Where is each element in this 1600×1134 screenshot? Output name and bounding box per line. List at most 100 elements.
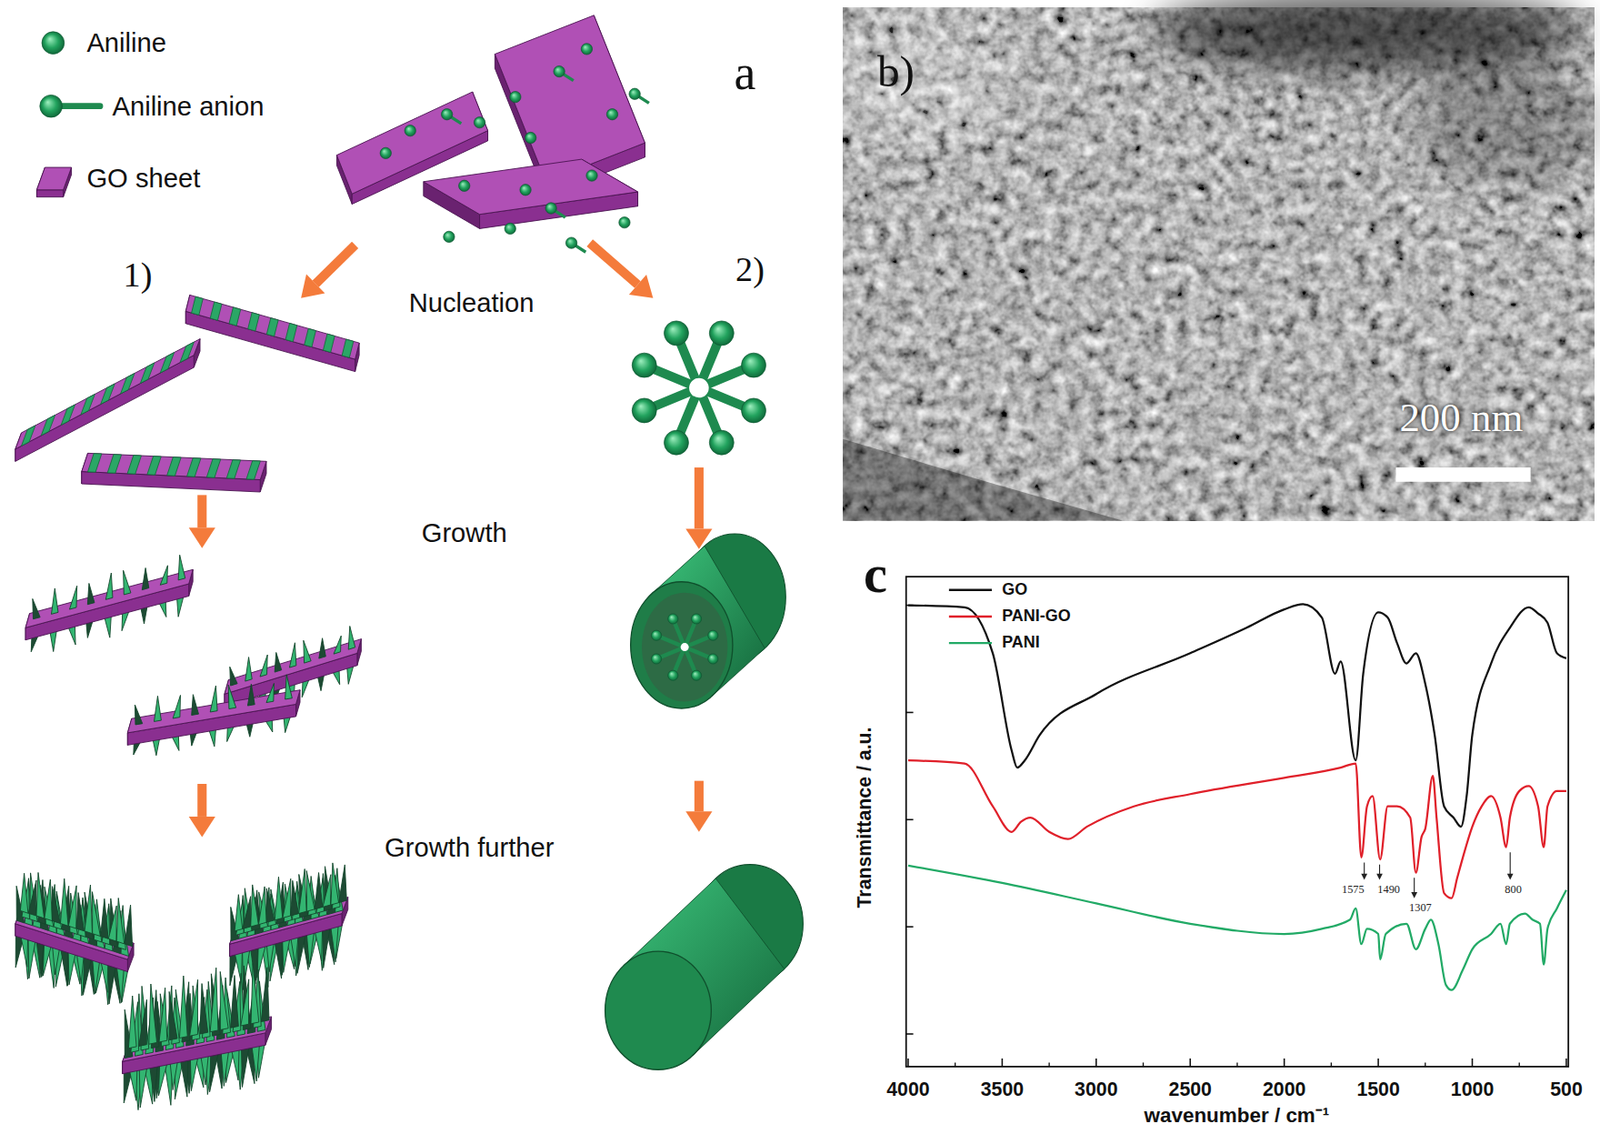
- aniline-molecule: [459, 180, 470, 191]
- go-sheet-top: [25, 569, 193, 628]
- aniline-nucleus: [160, 352, 174, 374]
- scale-bar-label: 200 nm: [1399, 396, 1523, 441]
- ppani-nanocone: [210, 1050, 220, 1092]
- aniline-nucleus: [127, 455, 141, 475]
- ppani-nanocone: [172, 694, 180, 718]
- ppani-nanocone: [105, 572, 113, 600]
- aniline-nucleus: [266, 318, 279, 337]
- x-tick: [1377, 1058, 1380, 1067]
- legend-line: [949, 615, 992, 618]
- go-sheet-front: [36, 190, 63, 198]
- legend-sample: [41, 31, 65, 55]
- aniline-molecule: [650, 653, 661, 664]
- ppani-nanocone: [247, 683, 255, 706]
- process-arrow-head: [189, 816, 216, 837]
- aniline-molecule: [709, 430, 734, 455]
- ppani-nanocone: [190, 979, 199, 1036]
- aniline-molecule: [586, 170, 598, 181]
- peak-arrow: [1413, 877, 1415, 893]
- peak-label: 1575: [1341, 883, 1365, 897]
- spectrum-line: [908, 603, 1567, 827]
- x-minor-tick: [1519, 1061, 1520, 1066]
- y-tick: [906, 711, 914, 714]
- x-minor-tick: [1048, 1061, 1050, 1066]
- aniline-molecule: [668, 613, 679, 624]
- ppani-nanocone: [228, 684, 236, 709]
- ppani-nanocone: [348, 625, 356, 650]
- aniline-molecule: [708, 653, 719, 664]
- aniline-nucleus: [246, 460, 260, 480]
- aniline-nucleus: [107, 454, 121, 474]
- process-arrow: [694, 467, 704, 529]
- scale-bar: [1395, 467, 1530, 482]
- ppani-nanocone: [240, 1044, 250, 1088]
- aniline-nucleus: [167, 457, 181, 477]
- ppani-nanocone: [28, 880, 37, 916]
- ppani-nanocone: [322, 925, 331, 969]
- tick-label: 3000: [1074, 1079, 1118, 1100]
- y-tick: [906, 1032, 914, 1035]
- aniline-molecule: [404, 124, 416, 136]
- aniline-molecule: [443, 230, 455, 242]
- ppani-nanocone: [32, 598, 40, 619]
- x-tick: [1565, 1058, 1568, 1067]
- process-arrow-head: [189, 527, 216, 548]
- aniline-nucleus: [206, 459, 220, 479]
- aniline-molecule: [668, 670, 679, 680]
- ppani-nanocone: [50, 588, 59, 614]
- peak-label: 1490: [1377, 883, 1400, 897]
- tick-label: 500: [1550, 1079, 1583, 1100]
- aniline-nucleus: [87, 453, 101, 473]
- aniline-molecule: [709, 320, 734, 346]
- ppani-nanocone: [169, 990, 178, 1040]
- tick-label: 2000: [1262, 1079, 1306, 1100]
- ppani-nanocone: [128, 995, 137, 1049]
- tick-label: 1000: [1450, 1079, 1494, 1100]
- aniline-molecule: [40, 94, 63, 118]
- ppani-nanocone: [20, 872, 29, 913]
- x-tick: [1095, 1058, 1098, 1067]
- x-tick: [1189, 1058, 1191, 1067]
- ppani-nanocone: [290, 880, 300, 916]
- y-tick: [906, 925, 914, 928]
- legend-sample: [949, 589, 992, 590]
- x-minor-tick: [1424, 1061, 1426, 1066]
- ppani-nanocone: [159, 987, 168, 1042]
- ppani-nanocone: [100, 898, 110, 939]
- aniline-molecule: [580, 43, 592, 55]
- legend-line: [949, 589, 992, 591]
- process-arrow: [590, 242, 639, 285]
- tick-label: 1500: [1356, 1079, 1400, 1100]
- aniline-nucleus: [60, 404, 75, 426]
- ppani-nanocone: [260, 654, 268, 677]
- ppani-nanocone: [139, 999, 148, 1046]
- panel-letter: c: [863, 545, 888, 604]
- ppani-nanocone: [339, 864, 348, 903]
- ppani-nanocone: [282, 878, 291, 918]
- ppani-nanocone: [200, 983, 209, 1034]
- peak-arrow-head: [1360, 873, 1368, 880]
- ppani-nanocone: [51, 886, 60, 924]
- aniline-nucleus: [285, 322, 298, 341]
- aniline-nucleus: [187, 458, 201, 478]
- x-minor-tick: [1236, 1061, 1238, 1066]
- ppani-nanocone: [154, 695, 162, 721]
- x-tick: [1283, 1058, 1286, 1067]
- ppani-nanocone: [149, 1062, 158, 1101]
- legend-sample: [36, 167, 71, 198]
- aniline-molecule: [741, 398, 767, 423]
- legend-sample: [40, 94, 100, 118]
- peak-arrow-head: [1410, 891, 1418, 899]
- x-minor-tick: [954, 1061, 956, 1066]
- ppani-nanocone: [251, 1042, 260, 1081]
- ppani-nanocone: [84, 884, 93, 934]
- aniline-nucleus: [210, 301, 222, 320]
- ppani-nanocone: [260, 967, 270, 1022]
- ppani-nanocone: [245, 657, 253, 681]
- peak-label: 800: [1504, 883, 1522, 897]
- legend-text: PANI-GO: [1001, 607, 1070, 626]
- ppani-nanocone: [289, 642, 296, 668]
- spectrum-line: [908, 865, 1567, 990]
